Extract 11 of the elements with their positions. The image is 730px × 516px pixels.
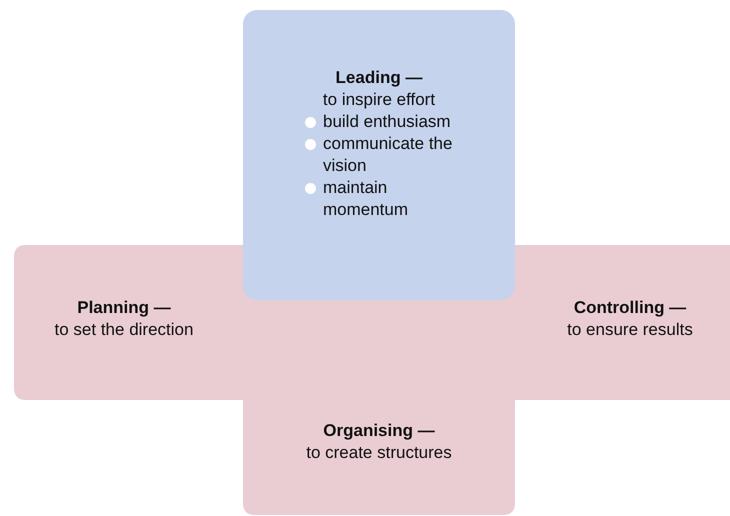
heading-text: Organising — — [322, 420, 436, 442]
subtitle-text: to inspire effort — [322, 89, 436, 111]
list-item-text: maintain momentum — [323, 177, 410, 221]
heading-text: Planning — — [76, 297, 172, 319]
subtitle-text: to create structures — [305, 442, 453, 464]
leading-box — [243, 10, 515, 300]
heading-text: Leading — — [334, 67, 424, 89]
subtitle-text: to set the direction — [54, 319, 194, 341]
subtitle-text: to ensure results — [566, 319, 694, 341]
list-item-text: build enthusiasm — [323, 111, 451, 133]
heading-text: Controlling — — [572, 297, 688, 319]
